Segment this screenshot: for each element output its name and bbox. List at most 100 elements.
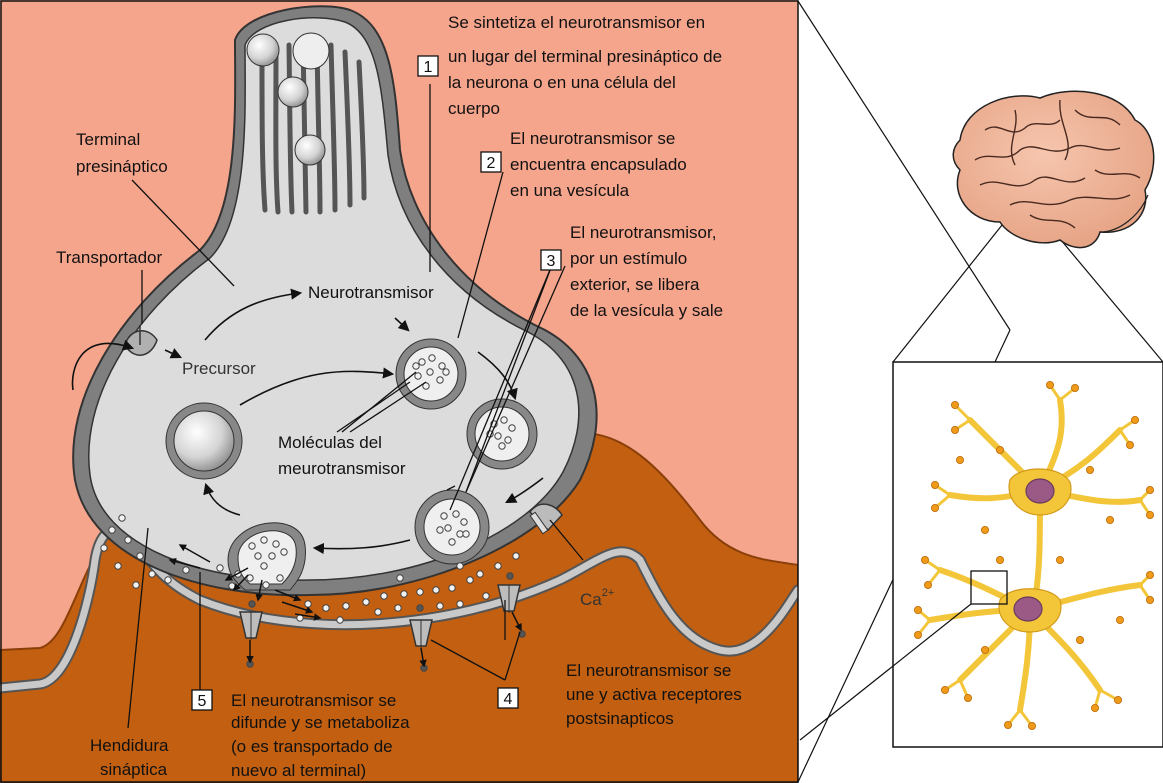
molecule-dot xyxy=(495,433,501,439)
dendritic-spine xyxy=(1056,556,1063,563)
empty-vesicle xyxy=(174,411,234,471)
svg-text:1: 1 xyxy=(424,59,433,76)
molecule-dot xyxy=(255,553,261,559)
dendritic-spine xyxy=(1106,516,1113,523)
molecule-dot xyxy=(443,369,449,375)
dendritic-spine xyxy=(956,456,963,463)
svg-text:Hendidura: Hendidura xyxy=(90,736,169,755)
molecule-dot xyxy=(437,603,443,609)
svg-text:en una vesícula: en una vesícula xyxy=(510,181,630,200)
svg-text:encuentra encapsulado: encuentra encapsulado xyxy=(510,155,687,174)
step-number-box: 3 xyxy=(541,250,561,270)
dendritic-spine xyxy=(1076,636,1083,643)
brain-illustration xyxy=(953,91,1153,247)
dendritic-spine xyxy=(914,606,921,613)
svg-text:la neurona o en una célula del: la neurona o en una célula del xyxy=(448,73,676,92)
precursor-label: Precursor xyxy=(182,359,256,378)
molecule-dot xyxy=(467,577,473,583)
molecule-dot xyxy=(463,531,469,537)
molecule-dot xyxy=(323,605,329,611)
svg-text:5: 5 xyxy=(198,693,207,710)
molecule-dot xyxy=(115,563,121,569)
molecule-dot xyxy=(417,589,423,595)
dendritic-spine xyxy=(1146,486,1153,493)
dendritic-spine xyxy=(1091,704,1098,711)
molecule-dot xyxy=(415,373,421,379)
molecule-dot xyxy=(501,417,507,423)
svg-text:postsinapticos: postsinapticos xyxy=(566,709,674,728)
nucleus xyxy=(1014,597,1042,621)
dendritic-spine xyxy=(1028,722,1035,729)
molecule-dot xyxy=(277,575,283,581)
molecule-dot xyxy=(419,359,425,365)
dendritic-spine xyxy=(1046,381,1053,388)
molecule-dot xyxy=(437,527,443,533)
bound-molecule xyxy=(249,601,255,607)
svg-text:El neurotransmisor,: El neurotransmisor, xyxy=(570,223,716,242)
dendritic-spine xyxy=(931,504,938,511)
svg-text:meurotransmisor: meurotransmisor xyxy=(278,459,406,478)
svg-text:nuevo al terminal): nuevo al terminal) xyxy=(231,761,366,780)
svg-text:Terminal: Terminal xyxy=(76,130,140,149)
dendritic-spine xyxy=(1071,384,1078,391)
step-number-box: 4 xyxy=(498,688,518,708)
molecule-dot xyxy=(505,437,511,443)
dendritic-spine xyxy=(996,556,1003,563)
dendritic-spine xyxy=(1114,696,1121,703)
molecule-dot xyxy=(217,565,223,571)
molecule-dot xyxy=(101,545,107,551)
transporter-label: Transportador xyxy=(56,248,162,267)
dendritic-spine xyxy=(914,631,921,638)
molecule-dot xyxy=(449,539,455,545)
molecule-dot xyxy=(483,593,489,599)
svg-text:cuerpo: cuerpo xyxy=(448,99,500,118)
molecule-dot xyxy=(437,377,443,383)
bound-molecule xyxy=(507,573,513,579)
dendritic-spine xyxy=(1146,571,1153,578)
molecule-dot xyxy=(513,553,519,559)
molecule-dot xyxy=(495,563,501,569)
molecule-dot xyxy=(439,363,445,369)
dendritic-spine xyxy=(1116,616,1123,623)
svg-text:Moléculas del: Moléculas del xyxy=(278,433,382,452)
molecule-dot xyxy=(397,575,403,581)
svg-text:sináptica: sináptica xyxy=(100,760,168,779)
molecule-dot xyxy=(375,609,381,615)
svg-text:El neurotransmisor se: El neurotransmisor se xyxy=(566,661,731,680)
dendritic-spine xyxy=(964,694,971,701)
molecule-dot xyxy=(509,425,515,431)
molecule-dot xyxy=(477,571,483,577)
synapse-panel: 1 2 3 4 5 Se sintetiza el neurotransmiso… xyxy=(0,0,798,783)
molecule-dot xyxy=(449,585,455,591)
svg-text:presináptico: presináptico xyxy=(76,157,168,176)
molecule-dot xyxy=(395,605,401,611)
step-number-box: 5 xyxy=(192,690,212,710)
neuron-panel xyxy=(893,362,1163,747)
molecule-dot xyxy=(165,577,171,583)
dendritic-spine xyxy=(931,481,938,488)
svg-text:exterior, se libera: exterior, se libera xyxy=(570,275,700,294)
molecule-dot xyxy=(269,553,275,559)
molecule-dot xyxy=(429,355,435,361)
svg-text:3: 3 xyxy=(547,253,556,270)
molecule-dot xyxy=(401,591,407,597)
step-number-box: 2 xyxy=(481,152,501,172)
molecule-dot xyxy=(261,563,267,569)
dendritic-spine xyxy=(1086,466,1093,473)
dendritic-spine xyxy=(996,446,1003,453)
svg-text:2: 2 xyxy=(487,155,496,172)
dendritic-spine xyxy=(1146,596,1153,603)
svg-text:4: 4 xyxy=(504,691,513,708)
svg-text:de la vesícula y sale: de la vesícula y sale xyxy=(570,301,723,320)
molecule-dot xyxy=(263,582,269,588)
vesicle-docking xyxy=(415,490,489,564)
svg-text:une y activa receptores: une y activa receptores xyxy=(566,685,742,704)
molecule-dot xyxy=(125,537,131,543)
dendritic-spine xyxy=(1146,511,1153,518)
dendritic-spine xyxy=(1126,441,1133,448)
molecule-dot xyxy=(363,599,369,605)
svg-text:por un estímulo: por un estímulo xyxy=(570,249,687,268)
molecule-dot xyxy=(305,601,311,607)
neurotransmitter-label: Neurotransmisor xyxy=(308,283,434,302)
